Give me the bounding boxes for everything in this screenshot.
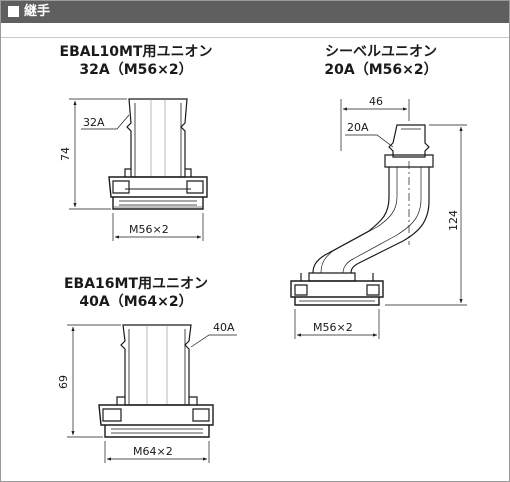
part3-thread-label: M64×2 bbox=[133, 445, 173, 458]
part2-dimensions bbox=[294, 99, 467, 339]
section-header: 継手 bbox=[1, 1, 509, 23]
square-bullet-icon bbox=[8, 6, 19, 17]
part1-name: EBAL10MT用ユニオン bbox=[59, 44, 213, 60]
part3-caption: EBA16MT用ユニオン 40A（M64×2） bbox=[41, 275, 231, 311]
part3-drawing bbox=[98, 324, 214, 438]
part2-caption: シーベルユニオン 20A（M56×2） bbox=[286, 43, 476, 79]
part2-size-label: 20A bbox=[347, 121, 369, 134]
part3-dimensions bbox=[67, 324, 237, 463]
part3-name: EBA16MT用ユニオン bbox=[63, 276, 209, 292]
part1-size-label: 32A bbox=[83, 116, 105, 129]
part2-name: シーベルユニオン bbox=[325, 44, 437, 60]
part3-size-label: 40A bbox=[213, 321, 235, 334]
header-divider bbox=[1, 23, 509, 38]
part2-width-label: 46 bbox=[369, 95, 383, 108]
part3-size-spec: 40A（M64×2） bbox=[79, 294, 193, 310]
part2-size-spec: 20A（M56×2） bbox=[324, 62, 438, 78]
part1-thread-label: M56×2 bbox=[129, 223, 169, 236]
part1-dimensions bbox=[69, 98, 204, 241]
part2-drawing bbox=[290, 124, 434, 306]
part3-height-label: 69 bbox=[57, 375, 70, 389]
part1-drawing bbox=[108, 98, 208, 210]
part1-size-spec: 32A（M56×2） bbox=[79, 62, 193, 78]
part1-caption: EBAL10MT用ユニオン 32A（M56×2） bbox=[41, 43, 231, 79]
part2-height-label: 124 bbox=[447, 210, 460, 231]
part2-thread-label: M56×2 bbox=[313, 321, 353, 334]
part1-height-label: 74 bbox=[59, 147, 72, 161]
section-title: 継手 bbox=[24, 4, 51, 19]
